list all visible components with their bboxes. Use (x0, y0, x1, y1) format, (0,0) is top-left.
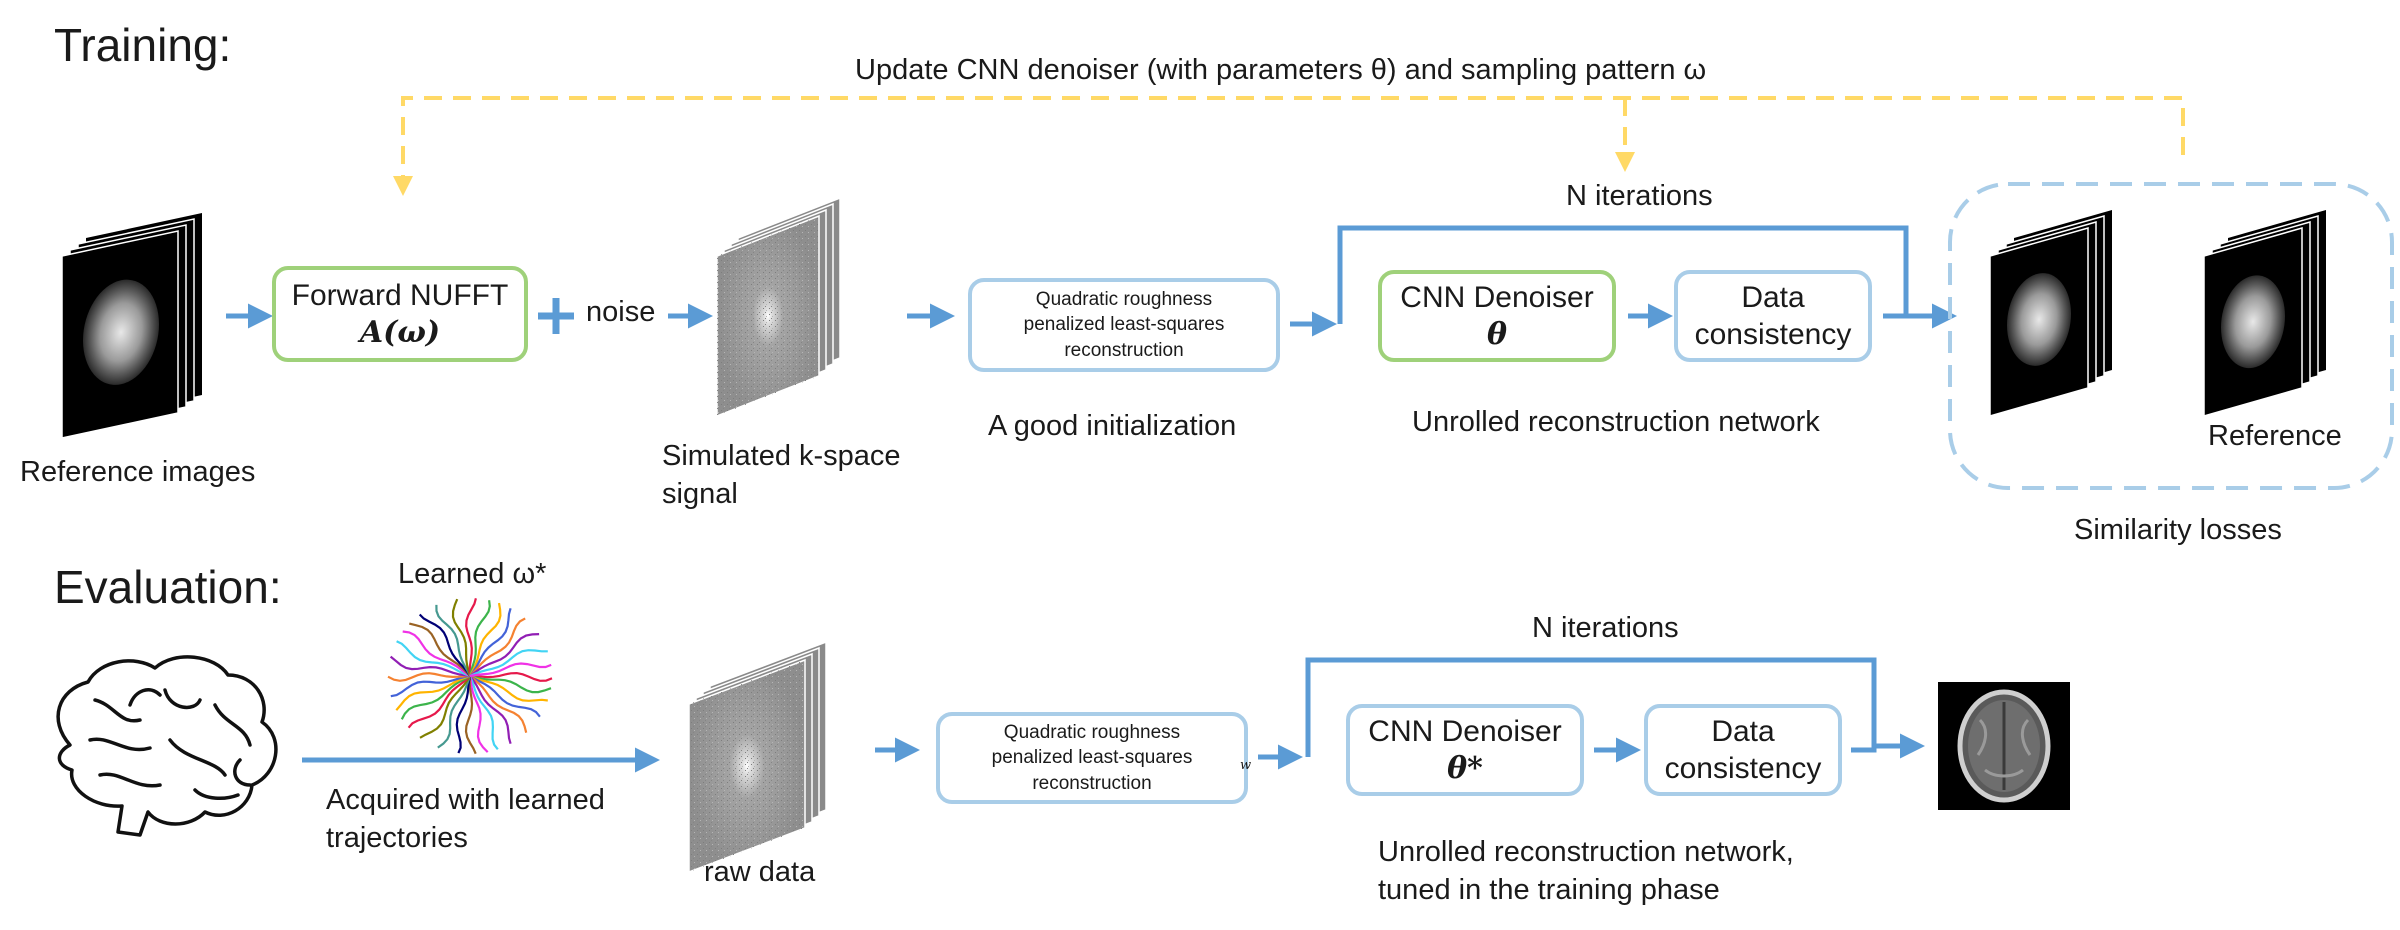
init-box-line2: penalized least-squares (1023, 314, 1225, 336)
cnn-denoiser-title: CNN Denoiser (1400, 280, 1594, 314)
similarity-losses-box (1948, 182, 2394, 490)
mri-image-stack-icon (1989, 210, 2112, 417)
cnn-denoiser-params: θ* (1447, 751, 1483, 786)
reference-caption: Reference (2208, 420, 2342, 452)
trajectory-spoke (469, 675, 541, 718)
trajectory-spoke (468, 675, 489, 753)
kspace-stack-icon (688, 640, 827, 874)
radial-trajectory-icon (387, 598, 553, 755)
iteration-loop (1337, 225, 1909, 324)
forward-nufft-box: Forward NUFFT A(ω) (272, 266, 528, 362)
noise-label: noise (586, 296, 656, 328)
trajectory-spoke (437, 675, 472, 749)
cnn-denoiser-params: θ (1486, 317, 1507, 352)
reference-images-caption: Reference images (20, 456, 256, 488)
cnn-denoiser-box: CNN Denoiser θ* (1346, 704, 1584, 796)
n-iterations-label: N iterations (1566, 180, 1713, 212)
feedback-loop (393, 96, 2185, 196)
init-box-line1: Quadratic roughness (1003, 721, 1181, 743)
trajectory-spoke (435, 604, 471, 677)
trajectory-spoke (469, 675, 528, 733)
acquired-caption-line1: Acquired with learned (326, 784, 605, 816)
unrolled-caption: Unrolled reconstruction network (1412, 406, 1820, 438)
trajectory-spoke (387, 672, 471, 682)
trajectory-spoke (396, 640, 471, 678)
trajectory-spoke (469, 671, 553, 682)
trajectory-spoke (395, 674, 471, 711)
evaluation-heading: Evaluation: (54, 561, 282, 613)
n-iterations-label: N iterations (1532, 612, 1679, 644)
unrolled-caption-line2: tuned in the training phase (1378, 874, 1720, 906)
trajectory-spoke (465, 598, 477, 677)
trajectory-spoke (468, 675, 499, 750)
trajectory-spoke (407, 675, 471, 729)
kspace-caption-line2: signal (662, 478, 738, 510)
trajectory-spoke (469, 607, 512, 677)
data-consistency-line1: Data (1741, 280, 1805, 314)
update-caption: Update CNN denoiser (with parameters θ) … (855, 54, 1707, 86)
cnn-denoiser-box: CNN Denoiser θ (1378, 270, 1616, 362)
trajectory-spoke (469, 674, 548, 702)
init-box-line3: reconstruction (1032, 772, 1152, 794)
trajectory-spoke (455, 675, 472, 754)
brain-outline-icon (56, 655, 278, 837)
forward-nufft-title: Forward NUFFT (291, 278, 509, 312)
iteration-loop (1305, 657, 1877, 757)
cnn-denoiser-title: CNN Denoiser (1368, 714, 1562, 748)
init-box-line2: penalized least-squares (991, 747, 1193, 769)
trajectory-spoke (469, 633, 540, 677)
trajectory-spoke (469, 662, 552, 678)
learned-trajectory-label: Learned ω* (398, 558, 547, 590)
init-box-line1: Quadratic roughness (1035, 288, 1213, 310)
unrolled-caption-line1: Unrolled reconstruction network, (1378, 836, 1794, 868)
similarity-caption: Similarity losses (2074, 514, 2282, 546)
plus-sign-icon (538, 298, 574, 334)
trajectory-spoke (400, 675, 471, 720)
trajectory-spoke (389, 655, 471, 678)
init-reconstruction-box: Quadratic roughness penalized least-squa… (968, 278, 1280, 372)
acquired-caption-line2: trajectories (326, 822, 468, 854)
data-consistency-line2: consistency (1694, 318, 1852, 351)
kspace-stack-icon (716, 196, 841, 418)
axial-mri-slice-icon (1938, 682, 2070, 810)
trajectory-spoke (469, 649, 548, 678)
small-w-mark: w (1240, 758, 1252, 773)
trajectory-spoke (469, 617, 526, 677)
raw-data-caption: raw data (704, 856, 816, 888)
data-consistency-box: Data consistency (1644, 704, 1842, 796)
data-consistency-line2: consistency (1664, 752, 1822, 785)
init-reconstruction-box: Quadratic roughness penalized least-squa… (936, 712, 1248, 804)
data-consistency-box: Data consistency (1674, 270, 1872, 362)
trajectory-spoke (469, 602, 502, 677)
data-consistency-line1: Data (1711, 714, 1775, 748)
trajectory-spoke (464, 675, 477, 755)
training-heading: Training: (54, 19, 232, 71)
kspace-caption-line1: Simulated k-space (662, 440, 901, 472)
trajectory-spoke (418, 613, 471, 677)
init-caption: A good initialization (988, 410, 1237, 442)
trajectory-spoke (390, 674, 471, 698)
trajectory-spoke (402, 630, 471, 677)
trajectory-spoke (409, 622, 471, 677)
init-box-line3: reconstruction (1064, 339, 1184, 361)
trajectory-spoke (419, 675, 471, 739)
trajectory-spoke (468, 600, 491, 677)
mri-image-stack-icon (2203, 210, 2326, 417)
trajectory-spoke (469, 675, 512, 745)
forward-nufft-operator: A(ω) (359, 315, 441, 350)
trajectory-spoke (451, 598, 472, 677)
trajectory-spoke (469, 674, 552, 694)
mri-image-stack-icon (61, 213, 202, 439)
